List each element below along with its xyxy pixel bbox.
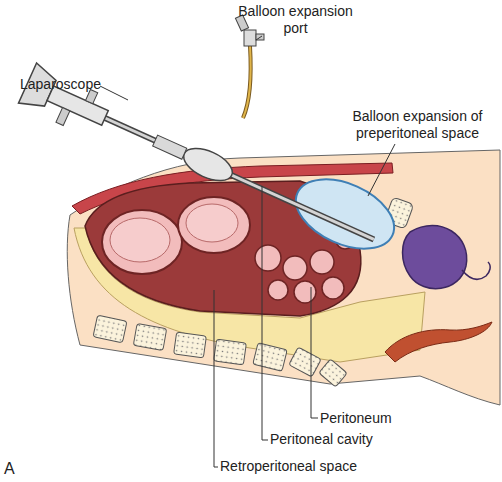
bowel-loop (178, 197, 250, 253)
small-bowel (283, 256, 307, 280)
vertebra (174, 332, 207, 358)
bowel-lumen (186, 204, 238, 242)
sacrum (319, 359, 347, 387)
small-bowel (294, 281, 316, 303)
small-bowel (322, 277, 344, 299)
vertebra (133, 324, 166, 351)
small-bowel (255, 245, 281, 271)
dissection-balloon (285, 165, 404, 262)
panel-letter: A (4, 460, 28, 477)
leader-line (100, 86, 128, 100)
scope-valve (56, 108, 70, 126)
urethra (462, 262, 490, 279)
small-bowel (268, 280, 288, 300)
port-valve (244, 30, 256, 46)
part-label: Balloon expansion port (238, 3, 353, 37)
port-stopcock (256, 34, 264, 40)
rectum (385, 322, 492, 362)
part-label: Balloon expansion of preperitoneal space (335, 108, 500, 142)
vertebra (253, 343, 287, 372)
scope-shaft (105, 118, 374, 239)
leader-line (214, 290, 218, 467)
leader-line (256, 36, 262, 40)
leader-line (368, 144, 395, 196)
part-label: Peritoneum (320, 410, 430, 427)
bowel-loop (102, 210, 182, 274)
trocar-bulb (179, 142, 237, 187)
port-tube (243, 46, 251, 118)
leader-line (262, 186, 268, 440)
part-label: Laparoscope (20, 76, 110, 93)
trocar-body (153, 135, 187, 159)
part-label: Peritoneal cavity (270, 431, 430, 448)
vertebra (214, 339, 247, 365)
vertebra (93, 315, 127, 343)
port-tube (243, 46, 251, 118)
scope-shaft (105, 118, 374, 239)
leader-line (311, 287, 318, 418)
small-bowel (310, 250, 334, 274)
body-outline (67, 150, 500, 405)
bowel-lumen (110, 218, 170, 262)
bladder (403, 226, 467, 289)
part-label: Retroperitoneal space (220, 458, 420, 475)
vertebra (289, 347, 321, 377)
